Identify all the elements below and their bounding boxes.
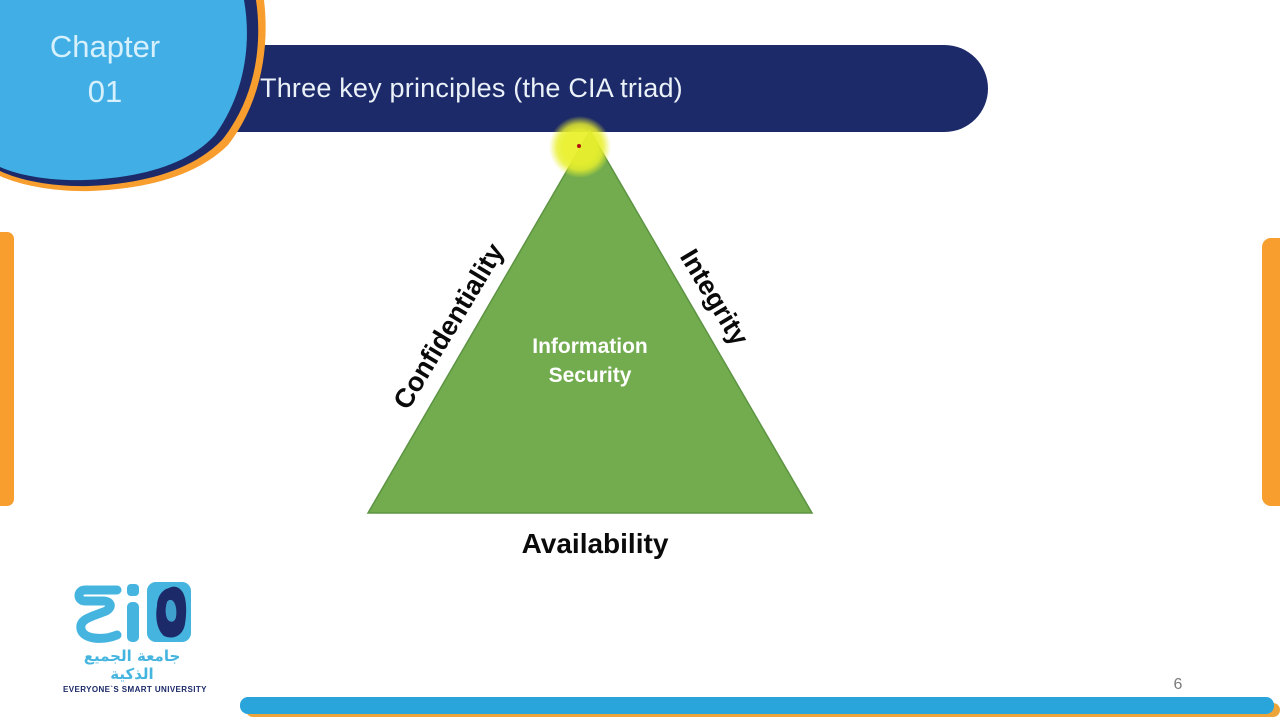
chapter-number: 01 [87, 74, 123, 109]
laser-pointer-dot [577, 144, 581, 148]
triangle-shape [366, 129, 814, 514]
university-logo-icon [74, 582, 191, 643]
page-number: 6 [1173, 676, 1183, 693]
logo-arabic-name: جامعة الجميع الذكية [83, 647, 181, 683]
chapter-badge-shape [0, 0, 266, 192]
slide-title: Three key principles (the CIA triad) [260, 73, 683, 103]
left-accent-bar [0, 232, 14, 506]
slide-title-bar: Three key principles (the CIA triad) [220, 45, 988, 132]
logo-glyph-icon [74, 585, 122, 643]
sphinx-face-icon [165, 599, 177, 622]
chapter-label: Chapter 01 [25, 24, 185, 114]
logo-dot-icon [127, 584, 139, 596]
label-information-security: Information Security [532, 335, 648, 387]
cia-triangle [366, 129, 814, 514]
university-logo: جامعة الجميع الذكية EVERYONE`S SMART UNI… [63, 582, 207, 694]
label-availability: Availability [521, 528, 669, 559]
right-accent-bar [1262, 238, 1280, 506]
chapter-badge-blue-fill [0, 0, 247, 181]
bottom-accent-bar-blue [240, 697, 1274, 714]
logo-bar-icon [127, 602, 139, 642]
chapter-word: Chapter [49, 29, 161, 64]
logo-english-name: EVERYONE`S SMART UNIVERSITY [63, 685, 207, 694]
